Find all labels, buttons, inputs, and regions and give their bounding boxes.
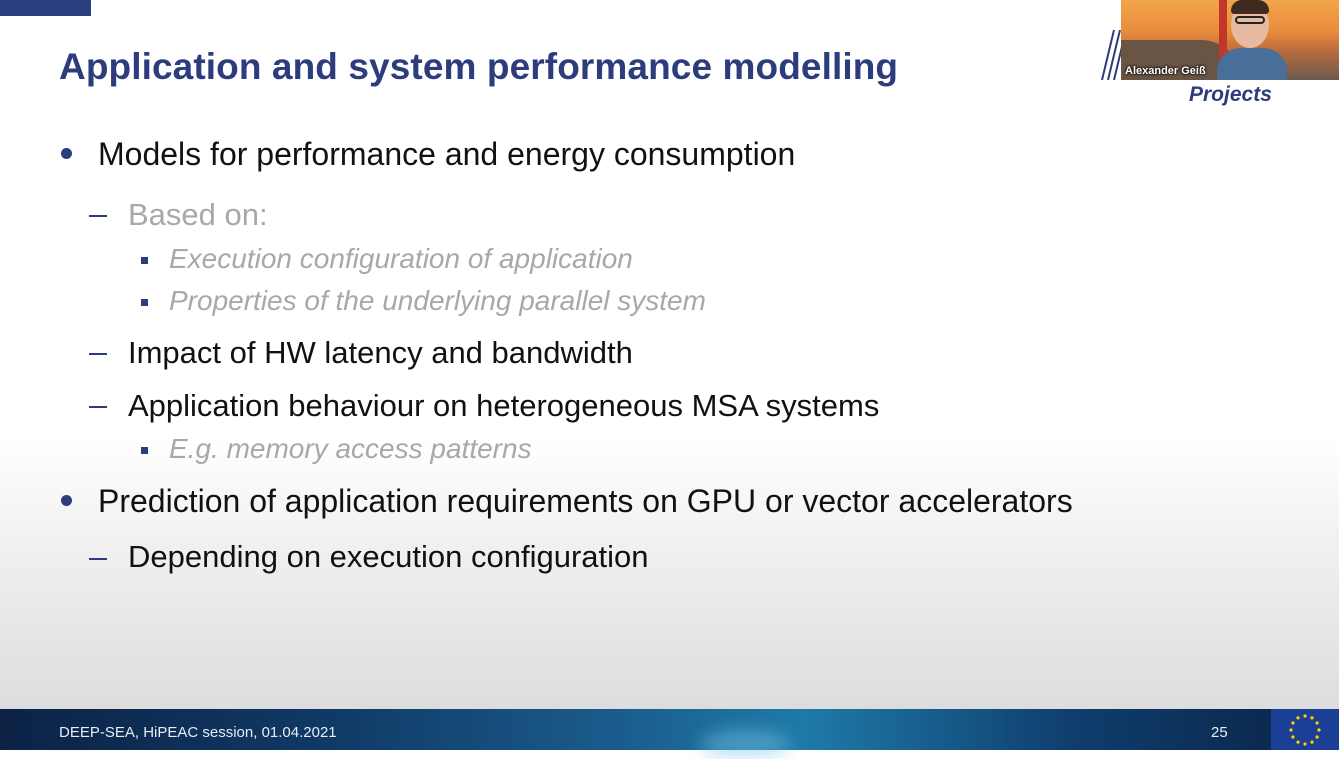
bullet-dot	[61, 148, 72, 159]
logo-stripes-icon	[1101, 30, 1124, 80]
dash-bullet	[89, 406, 107, 408]
video-thumbnail[interactable]: Alexander Geiß	[1121, 0, 1339, 80]
bullet-level1-text: Prediction of application requirements o…	[98, 483, 1073, 519]
dash-bullet	[89, 215, 107, 217]
footer-caption: DEEP-SEA, HiPEAC session, 01.04.2021	[59, 724, 337, 741]
page-number: 25	[1211, 724, 1228, 741]
participant-name-label: Alexander Geiß	[1125, 65, 1206, 77]
square-bullet	[141, 447, 148, 454]
dash-bullet	[89, 558, 107, 560]
video-background-bridge	[1219, 0, 1227, 60]
slide-footer: DEEP-SEA, HiPEAC session, 01.04.2021 25	[0, 709, 1339, 759]
footer-decoration	[700, 729, 790, 759]
speaker-shirt	[1217, 48, 1287, 80]
eu-flag-icon	[1271, 709, 1339, 750]
square-bullet	[141, 257, 148, 264]
bullet-level3-text: Execution configuration of application	[169, 243, 633, 274]
top-accent-bar	[0, 0, 91, 16]
bullet-level3-text: E.g. memory access patterns	[169, 433, 532, 464]
dash-bullet	[89, 353, 107, 355]
bullet-dot	[61, 495, 72, 506]
speaker-hair	[1231, 0, 1269, 14]
bullet-level3-text: Properties of the underlying parallel sy…	[169, 285, 706, 316]
bullet-level2-text: Depending on execution configuration	[128, 539, 649, 574]
square-bullet	[141, 299, 148, 306]
bullet-level2-text: Impact of HW latency and bandwidth	[128, 335, 633, 370]
section-label: Projects	[1189, 83, 1272, 106]
slide-title: Application and system performance model…	[59, 46, 899, 87]
bullet-level2-text: Based on:	[128, 197, 268, 232]
speaker-glasses	[1235, 16, 1265, 24]
bullet-level2-text: Application behaviour on heterogeneous M…	[128, 388, 880, 423]
bullet-level1-text: Models for performance and energy consum…	[98, 136, 796, 172]
